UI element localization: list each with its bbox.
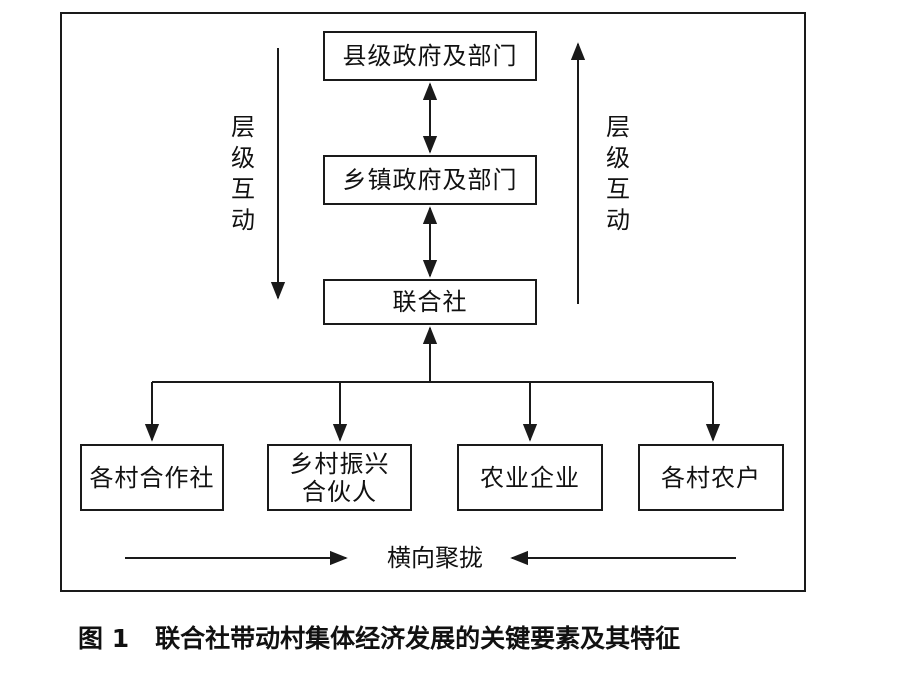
union-box: 联合社 xyxy=(323,279,537,325)
township-government-label: 乡镇政府及部门 xyxy=(342,166,518,194)
village-households-box: 各村农户 xyxy=(638,444,784,511)
county-government-label: 县级政府及部门 xyxy=(342,42,518,70)
figure-caption-text: 联合社带动村集体经济发展的关键要素及其特征 xyxy=(155,624,681,653)
figure-caption: 图 1 联合社带动村集体经济发展的关键要素及其特征 xyxy=(78,622,838,656)
union-label: 联合社 xyxy=(392,288,468,316)
agri-enterprises-box: 农业企业 xyxy=(457,444,603,511)
agri-enterprises-label: 农业企业 xyxy=(480,463,580,492)
right-vertical-label: 层级互动 xyxy=(606,113,630,234)
figure-caption-number: 图 1 xyxy=(78,624,130,653)
revitalization-partners-label-line1: 乡村振兴 xyxy=(289,449,390,478)
revitalization-partners-label-line2: 合伙人 xyxy=(302,477,377,506)
figure-frame xyxy=(60,12,806,592)
revitalization-partners-box: 乡村振兴 合伙人 xyxy=(267,444,412,511)
village-households-label: 各村农户 xyxy=(661,463,761,492)
county-government-box: 县级政府及部门 xyxy=(323,31,537,81)
village-coops-label: 各村合作社 xyxy=(89,463,215,492)
horizontal-gathering-label: 横向聚拢 xyxy=(387,544,483,572)
village-coops-box: 各村合作社 xyxy=(80,444,224,511)
left-vertical-label: 层级互动 xyxy=(231,113,255,234)
township-government-box: 乡镇政府及部门 xyxy=(323,155,537,205)
